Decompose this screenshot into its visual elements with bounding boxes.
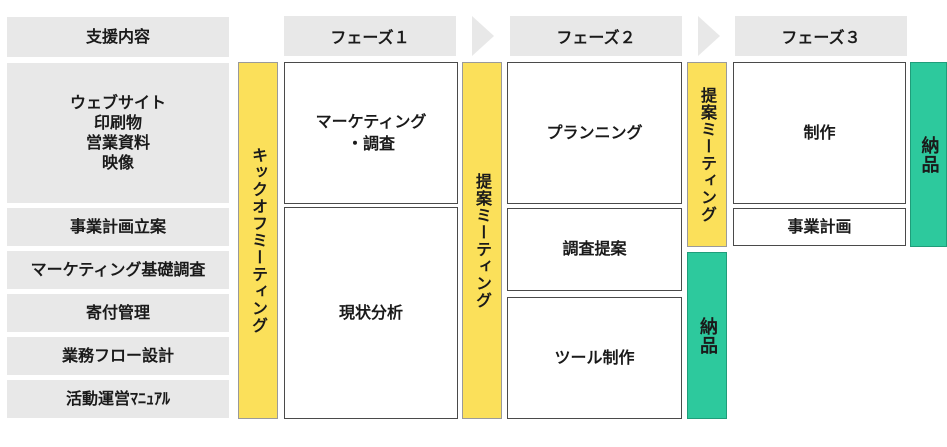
proposal-meeting-1: 提案ミーティング — [462, 62, 502, 419]
support-item-media: ウェブサイト 印刷物 営業資料 映像 — [7, 63, 229, 203]
phase-3-header: フェーズ３ — [735, 16, 907, 56]
delivery-box-1: 納品 — [687, 252, 727, 419]
support-item-marketing-research: マーケティング基礎調査 — [7, 251, 229, 289]
phase2-planning: プランニング — [507, 62, 682, 204]
support-item-donation-management: 寄付管理 — [7, 294, 229, 332]
proposal-meeting-2-label: 提案ミーティング — [698, 86, 717, 223]
support-item-operations-manual: 活動運営ﾏﾆｭｱﾙ — [7, 380, 229, 418]
phase-2-header: フェーズ２ — [510, 16, 682, 56]
support-item-workflow-design: 業務フロー設計 — [7, 337, 229, 375]
proposal-meeting-1-label: 提案ミーティング — [473, 172, 492, 309]
delivery-label-1: 納品 — [697, 316, 718, 355]
phase-1-header: フェーズ１ — [284, 16, 456, 56]
kickoff-meeting-label: キックオフミーティング — [249, 147, 268, 334]
proposal-meeting-2: 提案ミーティング — [687, 62, 727, 247]
support-content-header: 支援内容 — [7, 17, 229, 57]
phase1-current-analysis: 現状分析 — [284, 207, 458, 419]
phase-arrow-1 — [472, 16, 494, 56]
phase3-business-plan: 事業計画 — [733, 208, 906, 246]
delivery-box-2: 納品 — [910, 62, 947, 247]
phase1-marketing-research: マーケティング ・調査 — [284, 62, 458, 204]
kickoff-meeting: キックオフミーティング — [238, 62, 278, 419]
support-item-business-plan: 事業計画立案 — [7, 208, 229, 246]
phase2-tool-creation: ツール制作 — [507, 297, 682, 419]
phase2-research-proposal: 調査提案 — [507, 208, 682, 291]
delivery-label-2: 納品 — [918, 135, 940, 174]
phase-arrow-2 — [698, 16, 720, 56]
phase3-production: 制作 — [733, 62, 906, 204]
